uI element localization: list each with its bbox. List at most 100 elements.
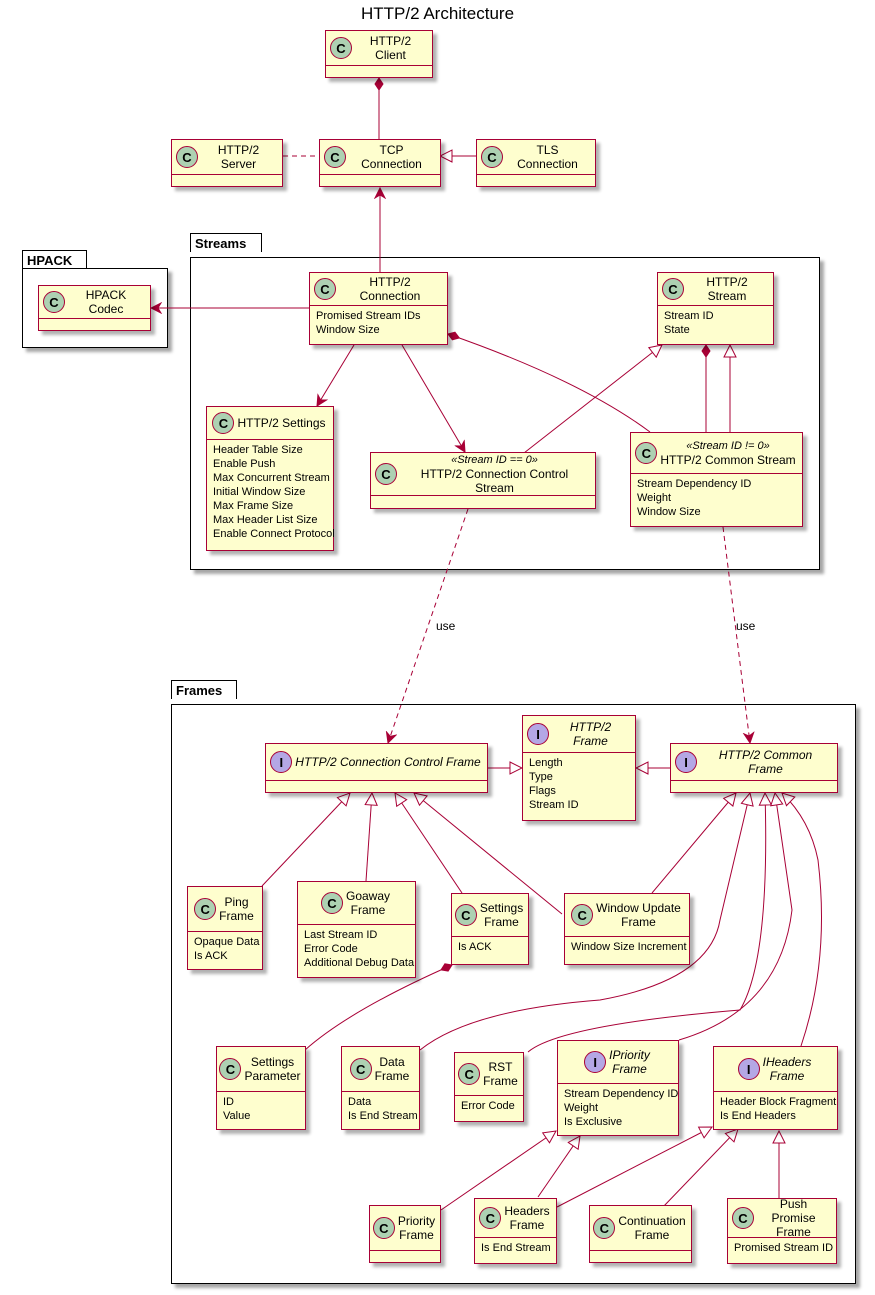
attribute: Last Stream ID — [304, 929, 378, 941]
class-name: RST — [488, 1060, 513, 1074]
class-name-line2: Frame — [219, 909, 254, 923]
attribute: Enable Push — [213, 458, 276, 470]
attribute: Error Code — [461, 1100, 515, 1112]
attribute: Flags — [529, 785, 556, 797]
class-badge: C — [593, 1217, 616, 1239]
class-badge: C — [732, 1207, 754, 1229]
attribute: Is End Stream — [348, 1110, 418, 1122]
class-name: IPriority — [609, 1048, 650, 1062]
class-name: HTTP/2 Connection — [359, 275, 421, 303]
class-attributes: Stream ID State — [658, 306, 773, 340]
class-name: HTTP/2 Server — [217, 143, 260, 171]
class-badge: C — [330, 37, 352, 59]
class-badge: C — [479, 1207, 502, 1229]
class-badge: C — [571, 904, 594, 926]
attribute: Max Header List Size — [213, 514, 318, 526]
attribute: Weight — [637, 492, 672, 504]
class-attributes: Promised Stream ID — [728, 1238, 836, 1258]
class-name: TLS Connection — [517, 143, 578, 171]
attribute: ID — [223, 1096, 234, 1108]
class-name: Ping — [224, 895, 249, 909]
class-badge: C — [219, 1058, 242, 1080]
class-badge: C — [314, 278, 336, 300]
attribute: Data — [348, 1096, 372, 1108]
class-badge: C — [375, 463, 397, 485]
class-name: Settings — [479, 901, 524, 915]
class-attributes: Stream Dependency ID Weight Window Size — [631, 474, 802, 522]
class-name: HPACK Codec — [85, 288, 127, 316]
package-streams-label: Streams — [195, 236, 247, 251]
class-name: Priority — [397, 1214, 436, 1228]
use-label-right: use — [736, 619, 756, 633]
class-attributes: Window Size Increment — [565, 937, 689, 957]
class-name: Window Update — [596, 901, 681, 915]
class-name: IHeaders — [762, 1055, 812, 1069]
attribute: Is ACK — [458, 941, 492, 953]
class-name: TCP Connection — [361, 143, 422, 171]
class-name: Data — [379, 1055, 405, 1069]
attribute: Header Block Fragment — [720, 1096, 837, 1108]
interface-badge: I — [737, 1058, 760, 1080]
class-name-line2: Frame — [634, 1228, 670, 1242]
attribute: Window Size Increment — [571, 941, 687, 953]
attribute: Stream ID — [529, 799, 579, 811]
package-hpack-label: HPACK — [27, 253, 73, 268]
class-name: Headers — [504, 1204, 550, 1218]
class-badge: C — [635, 442, 658, 464]
attribute: Value — [223, 1110, 251, 1122]
attribute: Enable Connect Protocol — [213, 528, 335, 540]
class-name-line2: Frame — [484, 915, 519, 929]
stereotype: «Stream ID != 0» — [686, 440, 770, 452]
class-badge: C — [349, 1058, 372, 1080]
class-attributes: Is ACK — [452, 937, 528, 957]
attribute: Is Exclusive — [564, 1116, 623, 1128]
class-attributes: Error Code — [455, 1096, 523, 1116]
class-name: HTTP/2 Settings — [237, 416, 326, 430]
diagram-title: HTTP/2 Architecture — [360, 4, 515, 23]
class-name-line2: Frame — [621, 915, 656, 929]
class-name: Goaway — [345, 889, 391, 903]
class-attributes: ID Value — [217, 1092, 305, 1126]
package-frames-label: Frames — [176, 683, 223, 698]
attribute: Additional Debug Data — [304, 957, 415, 969]
attribute: Is ACK — [194, 950, 228, 962]
attribute: Header Table Size — [213, 444, 303, 456]
class-name-line2: Parameter — [244, 1069, 301, 1083]
attribute: Is End Stream — [481, 1242, 551, 1254]
class-attributes: Length Type Flags Stream ID — [523, 753, 635, 815]
class-name-line2: Frame — [776, 1225, 811, 1239]
class-badge: C — [43, 291, 65, 313]
attribute: Type — [529, 771, 553, 783]
interface-badge: I — [527, 723, 549, 745]
attribute: Stream Dependency ID — [564, 1088, 679, 1100]
class-hpack-codec: C HPACK Codec — [38, 285, 151, 331]
attribute: Error Code — [304, 943, 358, 955]
class-common-stream: C«Stream ID != 0»HTTP/2 Common Stream St… — [630, 432, 803, 527]
use-label-left: use — [436, 619, 456, 633]
class-name: Push Promise — [771, 1197, 816, 1225]
attribute: Promised Stream IDs — [316, 310, 421, 322]
attribute: Length — [529, 757, 563, 769]
attribute: Max Concurrent Stream — [213, 472, 330, 484]
class-badge: C — [454, 904, 477, 926]
